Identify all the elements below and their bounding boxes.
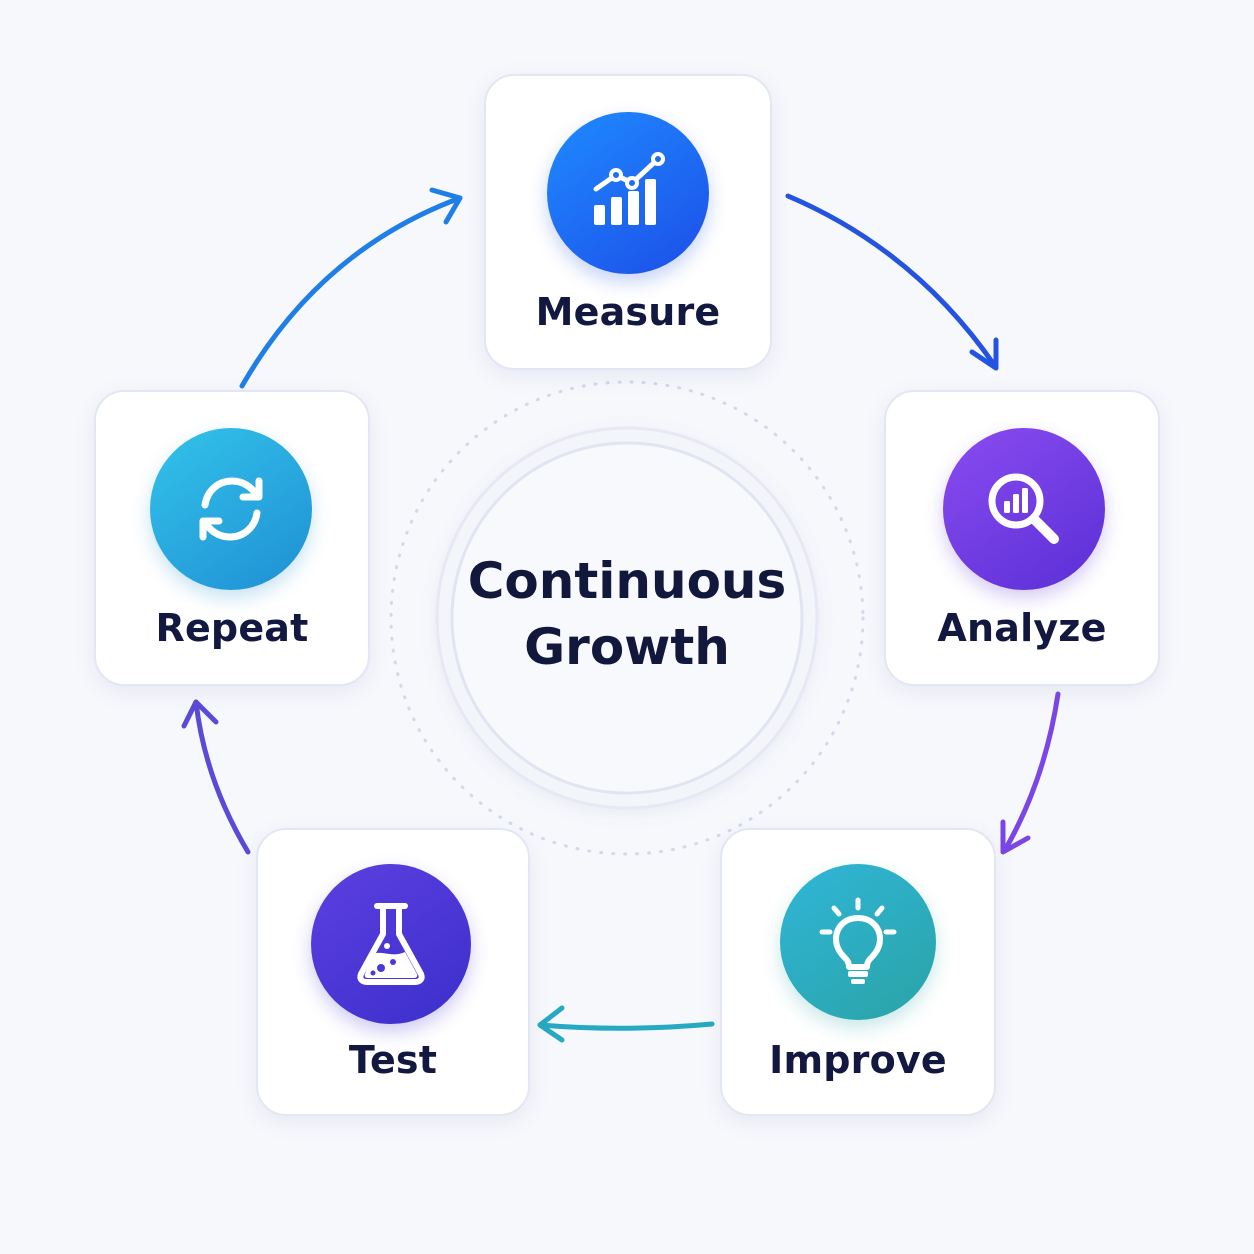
arrow-analyze-to-improve (1002, 691, 1061, 853)
magnifier-chart-icon (988, 473, 1059, 544)
step-label-analyze: Analyze (937, 606, 1107, 650)
lightbulb-icon (819, 897, 897, 984)
center-title: Continuous Growth (427, 548, 827, 680)
refresh-cycle-icon (199, 477, 263, 541)
arrowhead-improve-to-test (537, 1005, 565, 1043)
center-title-line-1: Continuous (467, 552, 787, 610)
repeat-icon-circle (150, 428, 312, 590)
arrowhead-analyze-to-improve (1000, 819, 1031, 855)
arrow-measure-to-analyze (785, 193, 998, 369)
bar-chart-trend-icon (593, 152, 665, 225)
step-card-measure: Measure (484, 74, 772, 370)
arrowhead-measure-to-analyze (969, 337, 999, 371)
arrowhead-repeat-to-measure (429, 187, 463, 225)
outer-dotted-ring (389, 380, 865, 856)
flask-icon (357, 903, 425, 985)
center-ring-inner (450, 441, 804, 795)
step-label-repeat: Repeat (155, 606, 309, 650)
arrow-repeat-to-measure (239, 195, 463, 389)
center-title-line-2: Growth (524, 618, 730, 676)
arrow-improve-to-test (537, 1021, 715, 1031)
step-card-test: Test (256, 828, 530, 1116)
step-label-test: Test (348, 1038, 438, 1082)
step-card-analyze: Analyze (884, 390, 1160, 686)
improve-icon-circle (780, 864, 936, 1020)
step-card-improve: Improve (720, 828, 996, 1116)
measure-icon-circle (547, 112, 709, 274)
arrow-test-to-repeat (193, 699, 251, 855)
step-label-improve: Improve (769, 1038, 947, 1082)
arrowhead-test-to-repeat (181, 699, 219, 729)
step-label-measure: Measure (535, 290, 721, 334)
test-icon-circle (311, 864, 471, 1024)
step-card-repeat: Repeat (94, 390, 370, 686)
analyze-icon-circle (943, 428, 1105, 590)
